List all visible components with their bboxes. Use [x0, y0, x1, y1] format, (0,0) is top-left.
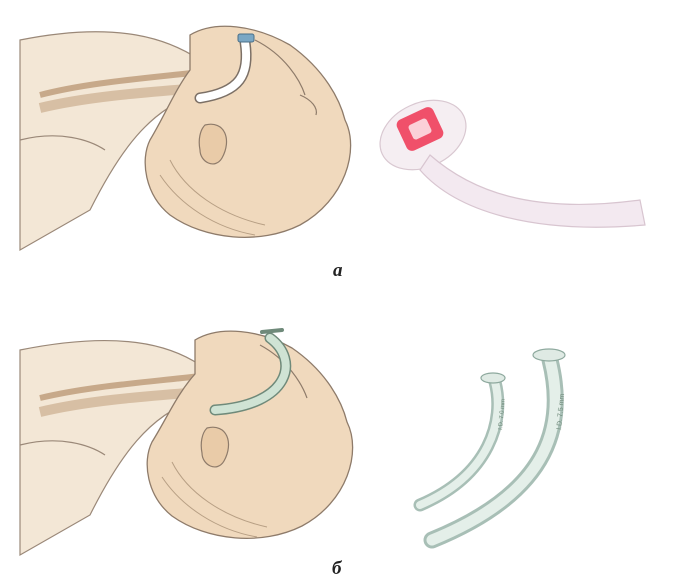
panel-a-label: а — [333, 260, 343, 282]
nasopharyngeal-airway-devices: I.D. 7.0 mm I.D. 7.5 mm — [0, 300, 673, 588]
panel-a: а — [0, 0, 673, 290]
panel-b-label: б — [332, 558, 341, 580]
oropharyngeal-airway-device — [0, 0, 673, 290]
panel-b: I.D. 7.0 mm I.D. 7.5 mm б — [0, 300, 673, 588]
